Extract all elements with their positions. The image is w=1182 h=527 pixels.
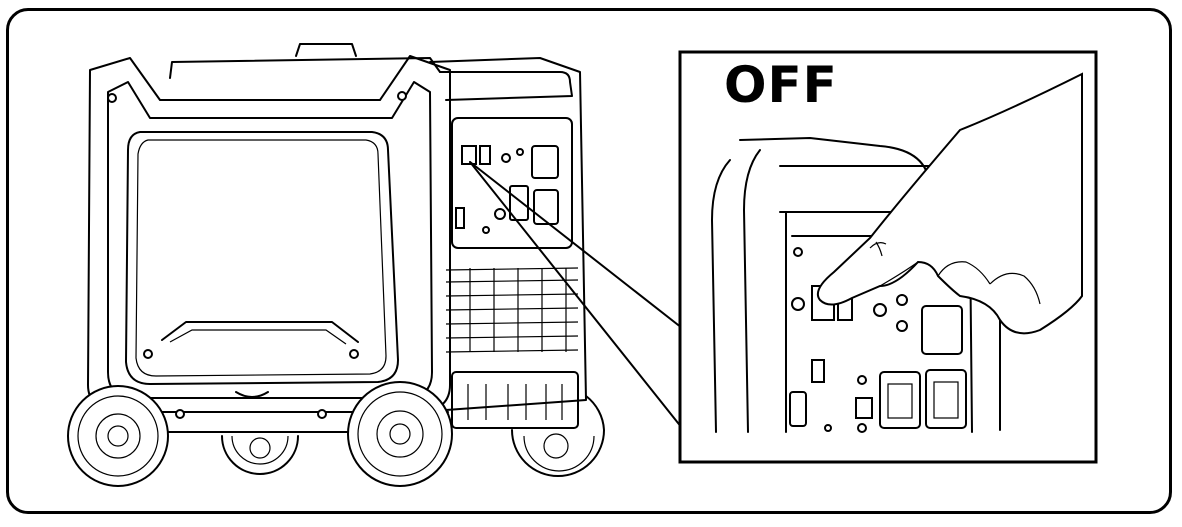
bolt-icon xyxy=(175,409,185,419)
wheel-rear-left xyxy=(221,435,299,475)
wheel-front-right xyxy=(347,381,453,487)
pointing-hand-icon xyxy=(816,72,1083,335)
bolt-icon xyxy=(349,349,359,359)
wheel-front-left xyxy=(67,385,169,487)
bolt-icon xyxy=(107,93,117,103)
control-panel xyxy=(445,117,579,429)
bolt-icon xyxy=(397,91,407,101)
wheel-rear-right xyxy=(511,395,605,477)
off-label: OFF xyxy=(724,56,838,114)
bolt-icon xyxy=(317,409,327,419)
callout-pointer xyxy=(469,161,683,429)
power-switch-icon xyxy=(461,145,477,165)
wheels xyxy=(67,381,605,487)
generator-body xyxy=(87,43,587,433)
diagram-frame xyxy=(6,8,1172,514)
bolt-icon xyxy=(143,349,153,359)
